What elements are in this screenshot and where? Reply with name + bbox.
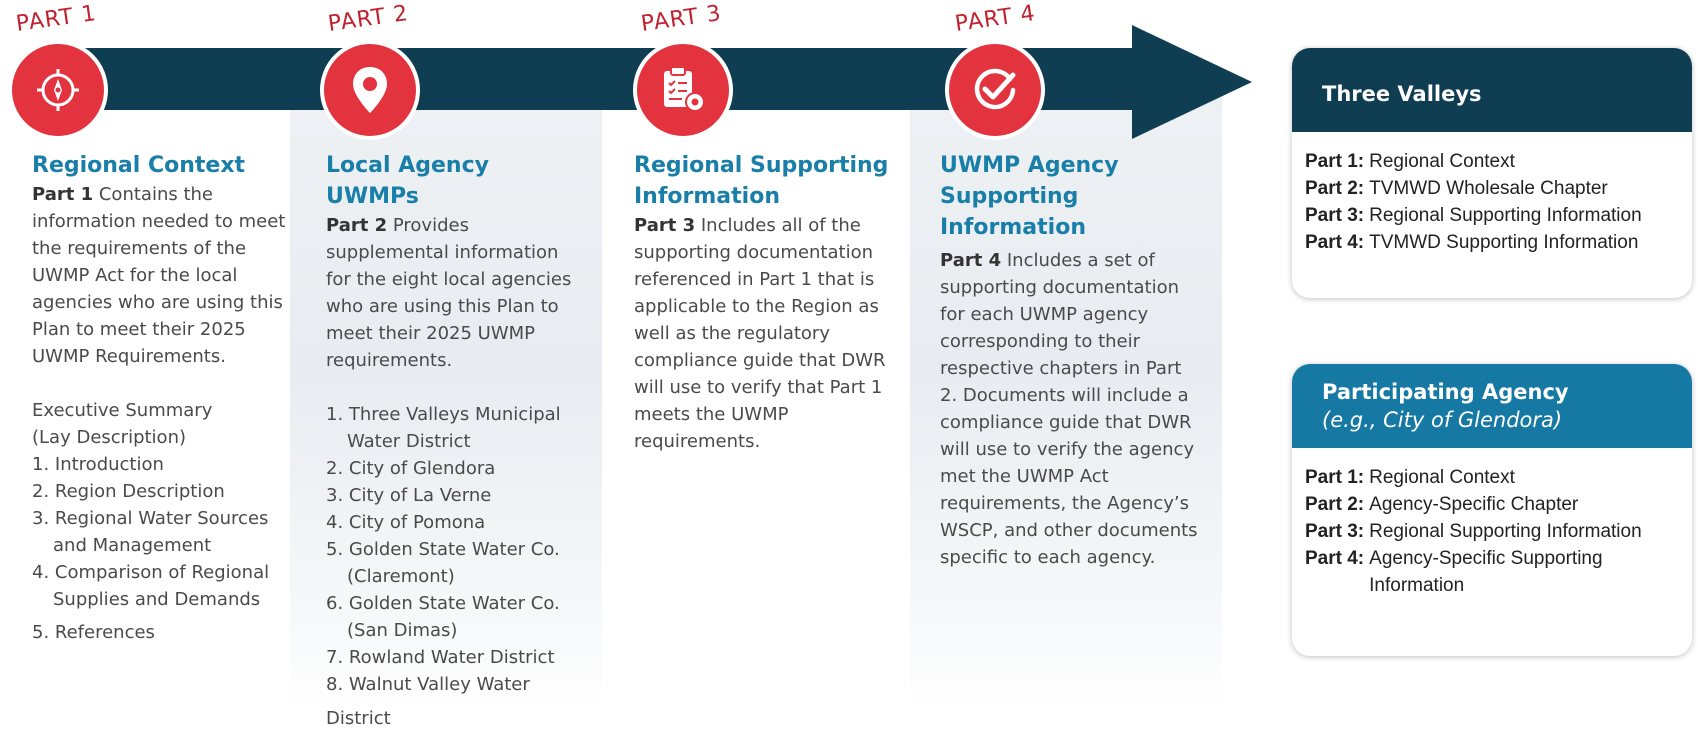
box-header: Participating Agency (e.g., City of Glen…	[1292, 364, 1692, 448]
box-subtitle: (e.g., City of Glendora)	[1322, 408, 1563, 432]
location-pin-icon	[353, 67, 387, 113]
box-row: Part 4:TVMWD Supporting Information	[1305, 232, 1639, 253]
list-item: 4. Comparison of Regional Supplies and D…	[32, 562, 270, 610]
list-item: 7. Rowland Water District	[326, 647, 555, 668]
part-2-agency-list: 1. Three Valleys Municipal Water Distric…	[326, 401, 588, 698]
part-1-contents-list: 1. Introduction 2. Region Description 3.…	[32, 451, 290, 646]
part-1-list-intro: Executive Summary (Lay Description)	[32, 397, 290, 451]
part-2-title: Local Agency UWMPs	[326, 153, 489, 209]
box-row: Part 3:Regional Supporting Information	[1305, 521, 1642, 542]
box-row: Part 2:TVMWD Wholesale Chapter	[1305, 178, 1608, 199]
three-valleys-box: Three Valleys Part 1:Regional Context Pa…	[1292, 48, 1692, 298]
list-item-continuation: District	[326, 708, 391, 729]
box-row: Part 2:Agency-Specific Chapter	[1305, 494, 1579, 515]
list-item: 2. Region Description	[32, 481, 225, 502]
list-item: 6. Golden State Water Co. (San Dimas)	[326, 593, 560, 641]
list-item: 5. References	[32, 622, 155, 643]
part-1-title: Regional Context	[32, 153, 246, 178]
list-intro-line: Executive Summary	[32, 400, 213, 421]
part-2-column: Local Agency UWMPs Part 2 Provides suppl…	[326, 150, 588, 732]
list-item: 2. City of Glendora	[326, 458, 496, 479]
list-intro-line: (Lay Description)	[32, 427, 186, 448]
part-4-description: Part 4 Includes a set of supporting docu…	[940, 250, 1198, 568]
box-row: Part 4:Agency-Specific Supporting Inform…	[1305, 548, 1603, 596]
part-3-circle	[633, 40, 733, 140]
list-item: 1. Introduction	[32, 454, 164, 475]
part-1-circle	[8, 40, 108, 140]
part-3-title: Regional Supporting Information	[634, 153, 889, 209]
box-row: Part 1:Regional Context	[1305, 467, 1515, 488]
box-body: Part 1:Regional Context Part 2:Agency-Sp…	[1292, 448, 1692, 599]
compass-icon	[37, 69, 79, 111]
part-4-circle	[945, 40, 1045, 140]
part-1-description: Part 1 Contains the information needed t…	[32, 184, 286, 367]
part-4-column-background	[910, 90, 1222, 709]
list-item: 8. Walnut Valley Water	[326, 674, 530, 695]
list-item: 3. City of La Verne	[326, 485, 492, 506]
box-header: Three Valleys	[1292, 48, 1692, 132]
box-title: Participating Agency	[1322, 380, 1569, 404]
part-2-description: Part 2 Provides supplemental information…	[326, 215, 572, 371]
part-3-column: Regional Supporting Information Part 3 I…	[634, 150, 910, 455]
box-row: Part 3:Regional Supporting Information	[1305, 205, 1642, 226]
part-3-description: Part 3 Includes all of the supporting do…	[634, 215, 886, 452]
participating-agency-box: Participating Agency (e.g., City of Glen…	[1292, 364, 1692, 656]
part-1-column: Regional Context Part 1 Contains the inf…	[32, 150, 290, 646]
list-item: 4. City of Pomona	[326, 512, 486, 533]
list-item: 5. Golden State Water Co. (Claremont)	[326, 539, 560, 587]
checkmark-icon	[974, 68, 1016, 110]
box-title: Three Valleys	[1322, 82, 1482, 106]
box-row: Part 1:Regional Context	[1305, 151, 1515, 172]
clipboard-gear-icon	[664, 66, 705, 112]
part-4-column: UWMP Agency Supporting Information Part …	[940, 150, 1200, 571]
part-4-title: UWMP Agency Supporting Information	[940, 153, 1119, 240]
part-2-circle	[320, 40, 420, 140]
list-item: 3. Regional Water Sources and Management	[32, 508, 269, 556]
box-body: Part 1:Regional Context Part 2:TVMWD Who…	[1292, 132, 1692, 256]
list-item: 1. Three Valleys Municipal Water Distric…	[326, 404, 561, 452]
part-2-column-background	[290, 90, 602, 709]
timeline-arrow	[40, 25, 1252, 139]
